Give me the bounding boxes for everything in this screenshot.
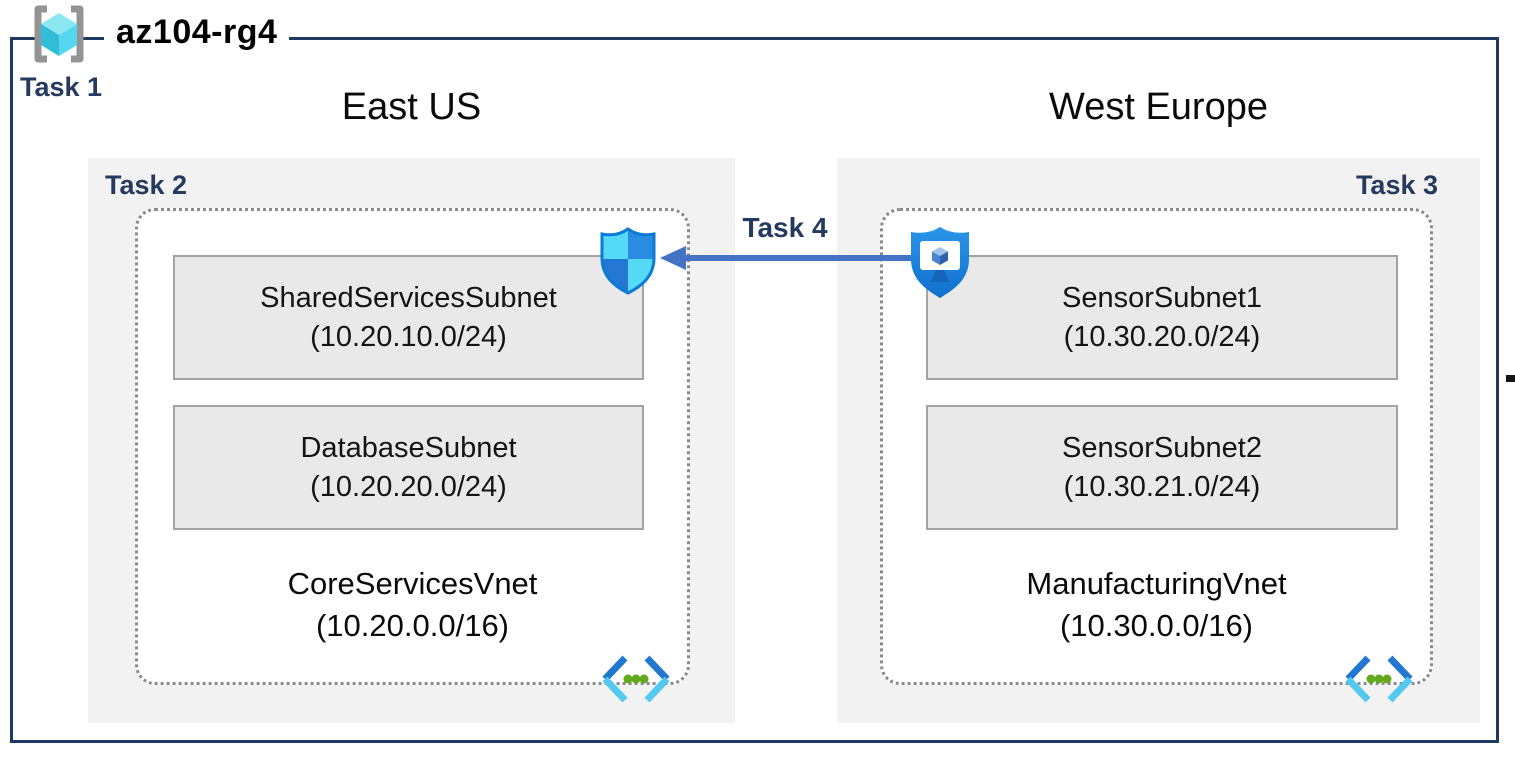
subnet-box-sharedservicessubnet: SharedServicesSubnet (10.20.10.0/24) bbox=[173, 255, 644, 380]
vnet-label: CoreServicesVnet (10.20.0.0/16) bbox=[138, 563, 687, 647]
subnet-cidr: (10.30.21.0/24) bbox=[1063, 470, 1261, 503]
resource-group-title: az104-rg4 bbox=[104, 13, 290, 52]
task-3-label: Task 3 bbox=[1355, 170, 1438, 200]
vnet-cidr: (10.20.0.0/16) bbox=[315, 608, 510, 643]
clipped-connector-mark bbox=[1506, 375, 1515, 382]
subnet-cidr: (10.30.20.0/24) bbox=[1063, 320, 1261, 353]
task-4-label: Task 4 bbox=[742, 212, 828, 243]
virtual-network-icon bbox=[1345, 655, 1413, 703]
region-title-east-us: East US bbox=[341, 86, 482, 128]
vnet-name: CoreServicesVnet bbox=[287, 566, 538, 601]
region-title-west-europe: West Europe bbox=[1049, 86, 1268, 128]
resource-group-icon bbox=[34, 5, 84, 63]
vnet-name: ManufacturingVnet bbox=[1026, 566, 1287, 601]
subnet-box-databasesubnet: DatabaseSubnet (10.20.20.0/24) bbox=[173, 405, 644, 530]
subnet-name: DatabaseSubnet bbox=[300, 431, 517, 464]
vnet-cidr: (10.30.0.0/16) bbox=[1059, 608, 1254, 643]
virtual-network-icon bbox=[602, 655, 670, 703]
subnet-box-sensorsubnet1: SensorSubnet1 (10.30.20.0/24) bbox=[926, 255, 1398, 380]
vnet-box-coreservicesvnet: SharedServicesSubnet (10.20.10.0/24) Dat… bbox=[135, 208, 690, 703]
subnet-name: SensorSubnet1 bbox=[1062, 281, 1262, 314]
task-1-label: Task 1 bbox=[20, 72, 103, 102]
subnet-cidr: (10.20.10.0/24) bbox=[310, 320, 507, 353]
task-4-arrow bbox=[660, 246, 944, 270]
subnet-name: SharedServicesSubnet bbox=[260, 281, 557, 314]
network-security-group-shield-icon bbox=[600, 227, 656, 295]
subnet-cidr: (10.20.20.0/24) bbox=[310, 470, 507, 503]
task-2-label: Task 2 bbox=[105, 170, 188, 200]
subnet-box-sensorsubnet2: SensorSubnet2 (10.30.21.0/24) bbox=[926, 405, 1398, 530]
subnet-name: SensorSubnet2 bbox=[1062, 431, 1262, 464]
vnet-label: ManufacturingVnet (10.30.0.0/16) bbox=[883, 563, 1430, 647]
application-security-group-shield-icon bbox=[911, 227, 969, 298]
region-box-west-europe: Task 3 SensorSubnet1 (10.30.20.0/24) Sen… bbox=[837, 158, 1480, 723]
vnet-box-manufacturingvnet: SensorSubnet1 (10.30.20.0/24) SensorSubn… bbox=[880, 208, 1433, 703]
